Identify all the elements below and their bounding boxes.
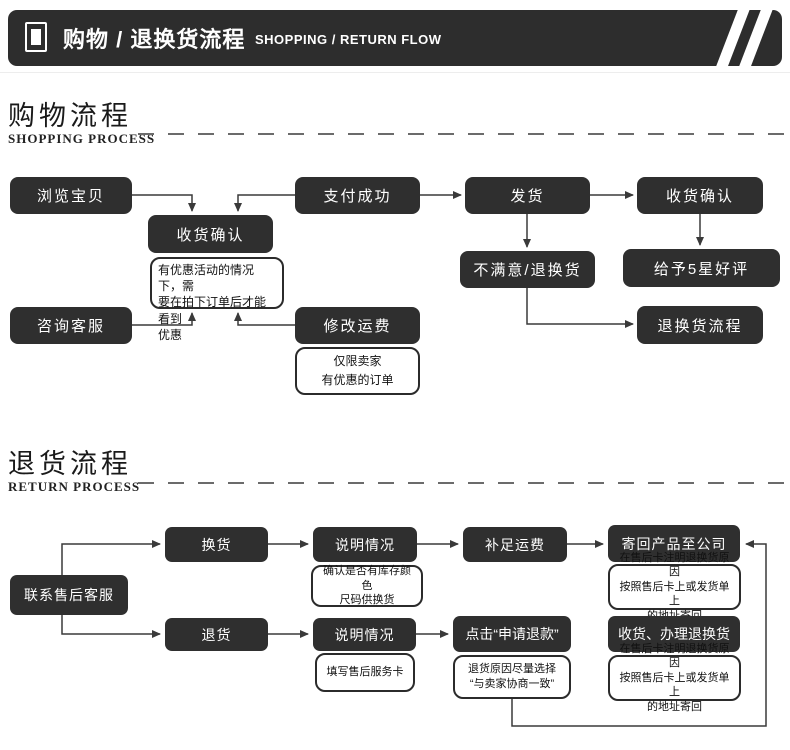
note-seller-only: 仅限卖家 有优惠的订单	[295, 347, 420, 395]
dashed-divider	[138, 133, 786, 135]
node-ship-goods: 发货	[465, 177, 590, 214]
node-contact-service: 咨询客服	[10, 307, 132, 344]
square-logo-icon	[25, 22, 47, 52]
section-title-shopping-cn: 购物流程	[8, 101, 132, 131]
node-receive-and-process: 收货、办理退换货	[608, 616, 740, 652]
square-logo-inner	[31, 29, 41, 45]
node-exchange-goods: 换货	[165, 527, 268, 562]
node-return-goods: 退货	[165, 618, 268, 651]
header-title: 购物 / 退换货流程	[63, 27, 246, 52]
section-title-return: 退货流程 RETURN PROCESS	[8, 450, 140, 495]
note-send-back-instructions: 在售后卡注明退换货原因 按照售后卡上或发货单上 的地址寄回	[608, 552, 741, 622]
node-payment-success: 支付成功	[295, 177, 420, 214]
note-refund-reason: 退货原因尽量选择 “与卖家协商一致”	[453, 655, 571, 699]
header-divider	[0, 72, 790, 73]
header-bar: 购物 / 退换货流程 SHOPPING / RETURN FLOW	[8, 10, 782, 66]
header-subtitle: SHOPPING / RETURN FLOW	[255, 31, 442, 47]
node-unsatisfied-return: 不满意/退换货	[460, 251, 595, 288]
node-confirm-center: 收货确认	[148, 215, 273, 253]
section-title-return-cn: 退货流程	[8, 449, 132, 479]
node-explain-situation-1: 说明情况	[313, 527, 417, 562]
note-discount-info: 有优惠活动的情况下，需 要在拍下订单后才能看到 优惠	[150, 257, 284, 342]
note-stock-check: 确认是否有库存颜色 尺码供换货	[311, 565, 423, 607]
node-pay-extra-shipping: 补足运费	[463, 527, 567, 562]
node-confirm-receipt: 收货确认	[637, 177, 763, 214]
node-contact-after-sales: 联系售后客服	[10, 575, 128, 615]
node-five-star-review: 给予5星好评	[623, 249, 780, 287]
node-return-exchange-flow: 退换货流程	[637, 306, 763, 344]
note-service-card: 填写售后服务卡	[315, 653, 415, 692]
section-title-shopping: 购物流程 SHOPPING PROCESS	[8, 102, 155, 147]
node-send-back-to-company: 寄回产品至公司	[608, 525, 740, 562]
node-browse-items: 浏览宝贝	[10, 177, 132, 214]
dashed-divider	[138, 482, 786, 484]
section-title-return-en: RETURN PROCESS	[8, 479, 141, 495]
node-modify-shipping-fee: 修改运费	[295, 307, 420, 344]
node-apply-refund: 点击“申请退款”	[453, 616, 571, 652]
note-receive-instructions: 在售后卡注明退换货原因 按照售后卡上或发货单上 的地址寄回	[608, 643, 741, 713]
node-explain-situation-2: 说明情况	[313, 618, 416, 651]
section-title-shopping-en: SHOPPING PROCESS	[8, 131, 156, 147]
